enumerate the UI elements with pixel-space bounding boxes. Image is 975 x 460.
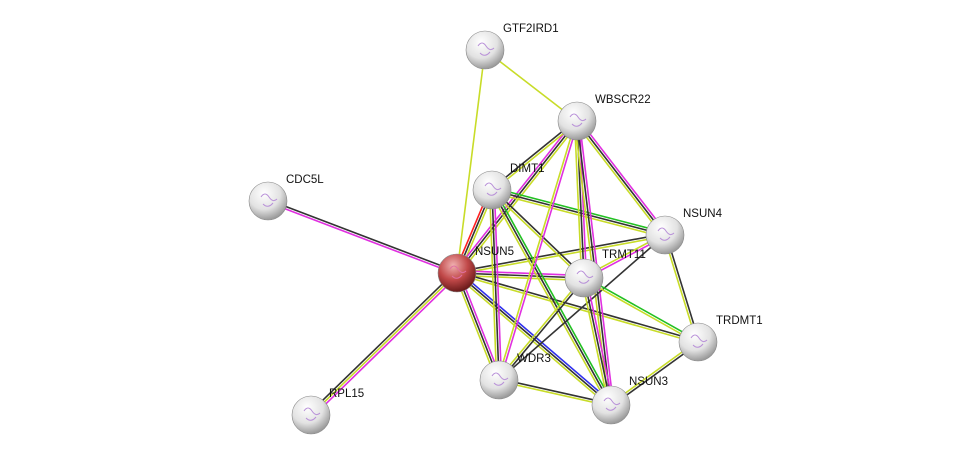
edge-evidence-black — [308, 270, 456, 414]
node-label: CDC5L — [286, 174, 324, 186]
edge-gtf2ird1-wbscr22[interactable] — [484, 49, 578, 122]
node-sphere[interactable] — [437, 253, 477, 293]
edge-evidence-black — [583, 277, 612, 406]
node-rpl15[interactable]: RPL15 — [291, 388, 364, 435]
edge-evidence-magenta — [585, 277, 615, 405]
edge-dimt1-nsun3[interactable] — [489, 188, 614, 407]
node-sphere[interactable] — [645, 215, 685, 255]
edge-trmt11-wdr3[interactable] — [497, 276, 586, 382]
protein-structure-icon — [303, 407, 321, 421]
node-label: GTF2IRD1 — [503, 23, 559, 35]
edge-evidence-yellowgreen — [489, 190, 610, 407]
edge-evidence-yellowgreen — [488, 190, 498, 381]
node-sphere[interactable] — [678, 322, 718, 362]
node-nsun4[interactable]: NSUN4 — [645, 208, 723, 255]
edge-evidence-magenta — [578, 120, 615, 405]
edge-wbscr22-wdr3[interactable] — [497, 120, 579, 381]
edge-evidence-black — [492, 188, 586, 278]
edge-evidence-yellowgreen — [580, 278, 610, 406]
node-label: WBSCR22 — [595, 94, 651, 106]
node-label: RPL15 — [329, 388, 364, 400]
edge-evidence-magenta — [267, 201, 457, 275]
edge-evidence-yellowgreen — [490, 190, 584, 280]
node-label: NSUN3 — [629, 376, 668, 388]
node-sphere[interactable] — [472, 170, 512, 210]
node-sphere[interactable] — [291, 395, 331, 435]
edge-evidence-yellowgreen — [310, 272, 458, 416]
node-sphere[interactable] — [591, 385, 631, 425]
edge-evidence-green — [584, 276, 699, 342]
edge-evidence-black — [456, 233, 665, 273]
node-label: TRDMT1 — [716, 315, 763, 327]
node-sphere[interactable] — [479, 360, 519, 400]
edge-nsun5-cdc5l[interactable] — [267, 199, 458, 275]
edge-nsun5-gtf2ird1[interactable] — [456, 49, 486, 274]
edge-evidence-magenta — [578, 119, 668, 235]
edge-evidence-yellowgreen — [484, 49, 578, 122]
edge-evidence-yellowgreen — [456, 274, 584, 282]
edge-evidence-yellowgreen — [583, 278, 698, 344]
edge-evidence-yellowgreen — [458, 121, 580, 275]
edge-evidence-black — [576, 120, 666, 236]
edge-evidence-yellowgreen — [491, 191, 665, 239]
edge-trmt11-nsun3[interactable] — [580, 277, 615, 406]
edge-nsun5-rpl15[interactable] — [308, 270, 460, 418]
node-nsun5[interactable]: NSUN5 — [437, 246, 514, 293]
edge-nsun4-wdr3[interactable] — [498, 234, 666, 381]
protein-structure-icon — [576, 270, 594, 284]
edge-evidence-yellowgreen — [573, 121, 583, 279]
protein-structure-icon — [569, 113, 587, 127]
node-label: WDR3 — [517, 353, 551, 365]
node-nsun3[interactable]: NSUN3 — [591, 376, 668, 425]
node-sphere[interactable] — [465, 30, 505, 70]
edge-evidence-yellowgreen — [456, 273, 698, 344]
node-dimt1[interactable]: DIMT1 — [472, 163, 545, 210]
node-label: TRMT11 — [602, 249, 646, 261]
protein-structure-icon — [491, 372, 509, 386]
node-label: DIMT1 — [510, 163, 545, 175]
node-sphere[interactable] — [557, 101, 597, 141]
node-wdr3[interactable]: WDR3 — [479, 353, 551, 400]
edge-evidence-magenta — [457, 269, 585, 277]
protein-structure-icon — [657, 227, 675, 241]
edge-evidence-black — [456, 272, 585, 279]
node-trmt11[interactable]: TRMT11 — [564, 249, 646, 298]
edge-evidence-magenta — [312, 274, 460, 418]
edge-evidence-yellowgreen — [456, 49, 486, 274]
protein-structure-icon — [449, 265, 467, 279]
node-wbscr22[interactable]: WBSCR22 — [557, 94, 651, 141]
edge-trmt11-trdmt1[interactable] — [583, 276, 699, 344]
node-label: NSUN4 — [683, 208, 723, 220]
edge-evidence-yellowgreen — [497, 120, 577, 380]
edge-dimt1-trmt11[interactable] — [490, 188, 586, 280]
edge-evidence-black — [491, 189, 612, 406]
edge-nsun5-trmt11[interactable] — [456, 269, 585, 282]
protein-structure-icon — [477, 42, 495, 56]
edge-evidence-yellowgreen — [497, 276, 584, 380]
node-gtf2ird1[interactable]: GTF2IRD1 — [465, 23, 559, 70]
edge-dimt1-wdr3[interactable] — [488, 189, 503, 381]
node-trdmt1[interactable]: TRDMT1 — [678, 315, 763, 362]
protein-structure-icon — [690, 334, 708, 348]
edge-evidence-black — [491, 189, 500, 381]
node-sphere[interactable] — [564, 258, 604, 298]
edge-evidence-magenta — [458, 271, 502, 380]
edge-evidence-green — [493, 188, 614, 405]
node-cdc5l[interactable]: CDC5L — [248, 174, 324, 221]
node-label: NSUN5 — [475, 246, 514, 258]
edge-evidence-magenta — [499, 121, 579, 381]
edge-evidence-black — [498, 234, 666, 381]
protein-structure-icon — [603, 397, 621, 411]
edge-evidence-yellowgreen — [454, 273, 498, 382]
node-sphere[interactable] — [248, 181, 288, 221]
edge-evidence-yellowgreen — [574, 121, 664, 237]
edge-wbscr22-nsun4[interactable] — [574, 119, 668, 237]
edge-evidence-black — [268, 199, 458, 273]
edge-evidence-black — [499, 278, 586, 382]
edge-evidence-magenta — [493, 189, 503, 380]
protein-structure-icon — [484, 182, 502, 196]
protein-structure-icon — [260, 193, 278, 207]
